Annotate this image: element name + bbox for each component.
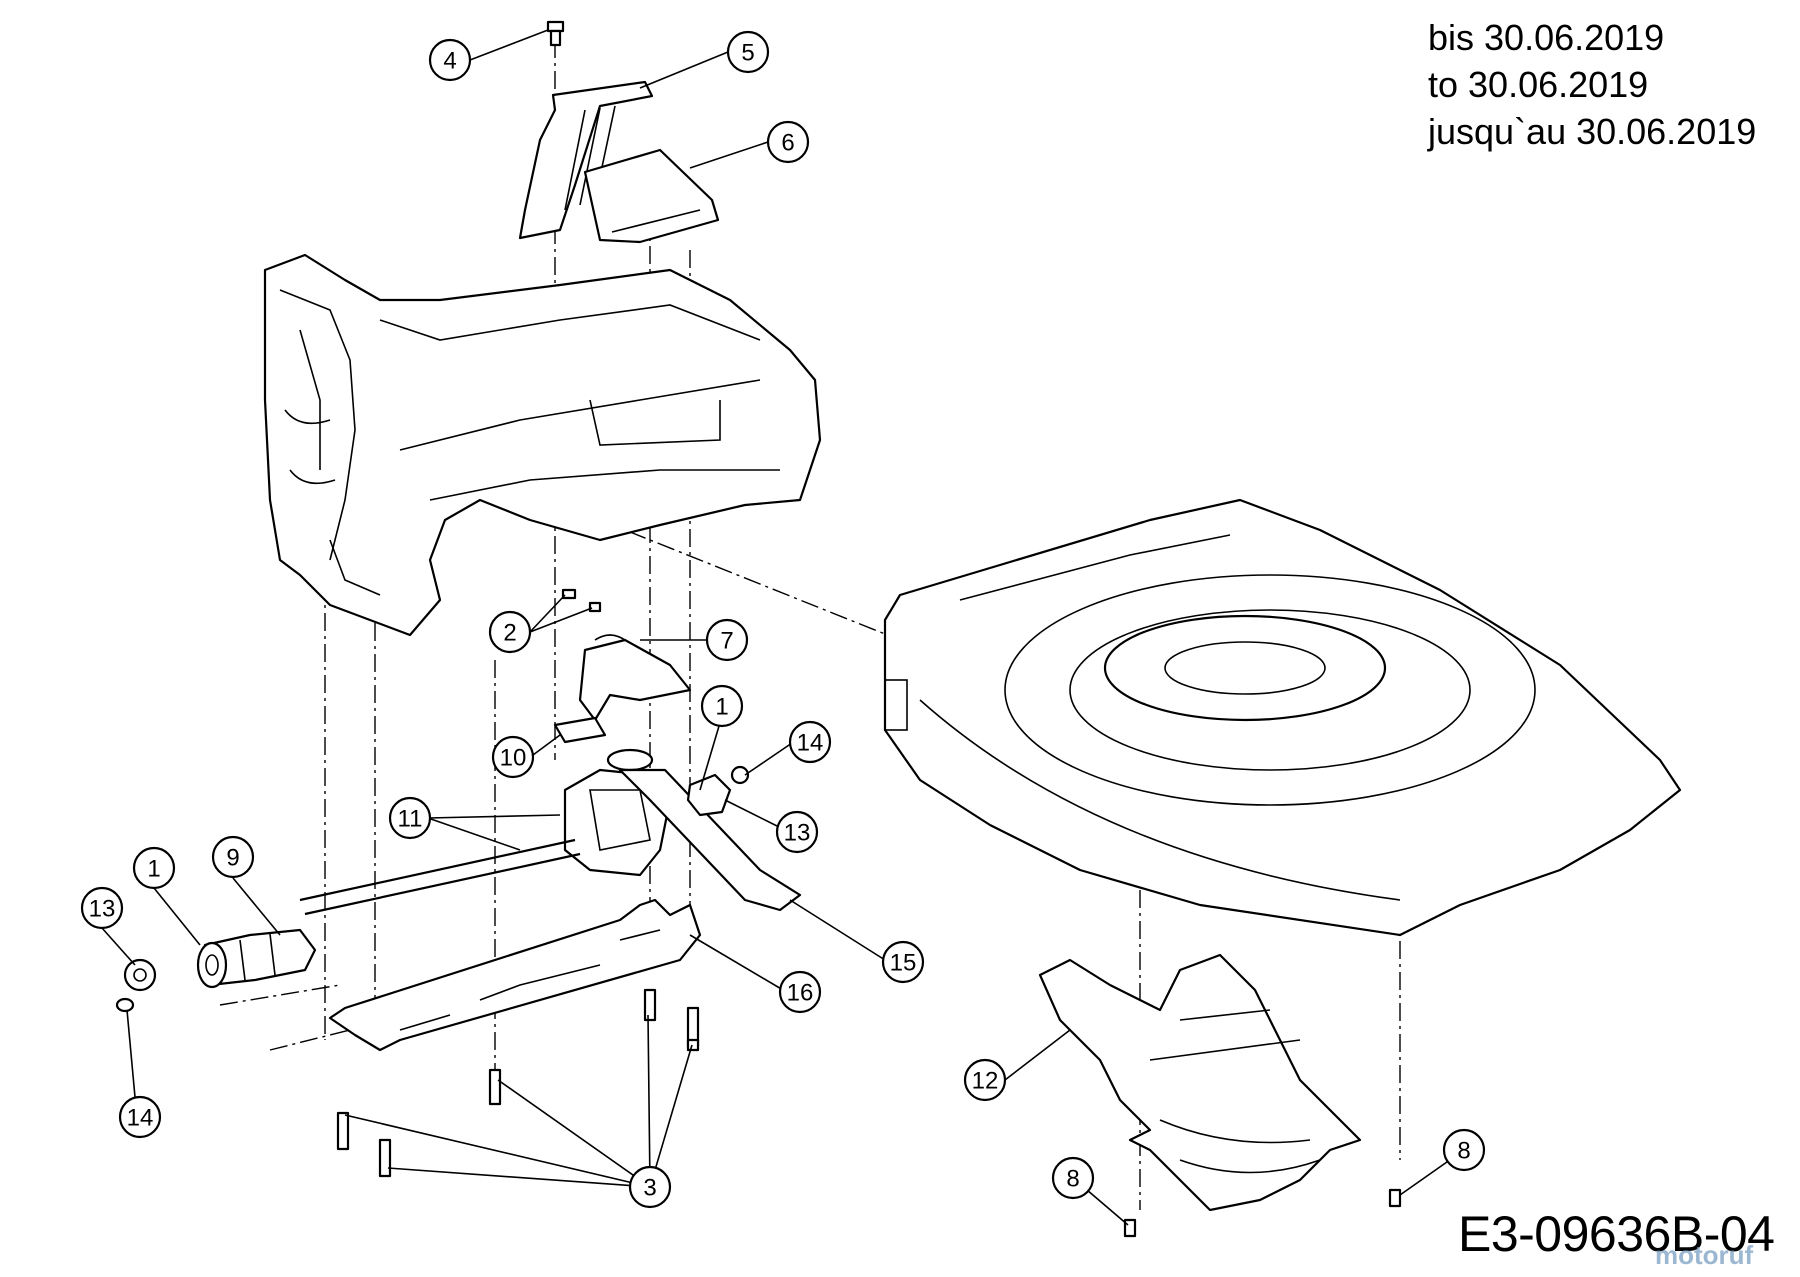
callout-16: 16 xyxy=(778,970,822,1014)
leader-lines xyxy=(101,29,1465,1226)
callout-7-label: 7 xyxy=(720,628,733,655)
callout-14-right: 14 xyxy=(788,720,832,764)
part-13-pinion-left xyxy=(123,958,157,992)
callout-3-label: 3 xyxy=(643,1175,656,1202)
callout-1-right: 1 xyxy=(700,684,744,728)
callout-10: 10 xyxy=(491,735,535,779)
callout-5-label: 5 xyxy=(741,40,754,67)
part-16-base-plate xyxy=(328,898,702,1052)
part-9-drive-shaft-end xyxy=(196,928,317,989)
validity-en: to 30.06.2019 xyxy=(1428,64,1649,105)
callout-14-left: 14 xyxy=(118,1095,162,1139)
part-2-screws xyxy=(561,588,602,613)
part-3-screws xyxy=(336,988,700,1178)
callout-15: 15 xyxy=(881,940,925,984)
callout-7: 7 xyxy=(705,618,749,662)
callout-1-left-label: 1 xyxy=(147,856,160,883)
drawing-number: E3-09636B-04 xyxy=(1458,1206,1775,1262)
part-14-washer-right xyxy=(730,765,750,785)
callout-16-label: 16 xyxy=(787,980,814,1007)
callout-14-right-label: 14 xyxy=(797,730,824,757)
callout-2: 2 xyxy=(488,610,532,654)
callout-4-label: 4 xyxy=(443,48,456,75)
callout-1-right-label: 1 xyxy=(715,694,728,721)
part-7-bracket xyxy=(578,634,692,722)
callout-1-left: 1 xyxy=(132,846,176,890)
callout-9: 9 xyxy=(211,835,255,879)
callout-15-label: 15 xyxy=(890,950,917,977)
part-6-cover-plate xyxy=(583,148,720,244)
watermark-logo: motoruf xyxy=(1655,1240,1754,1270)
callout-11-label: 11 xyxy=(398,806,423,833)
callout-6-label: 6 xyxy=(781,130,794,157)
callout-6: 6 xyxy=(766,120,810,164)
callout-13-right-label: 13 xyxy=(784,820,811,847)
callout-11: 11 xyxy=(388,796,432,840)
callout-12: 12 xyxy=(963,1058,1007,1102)
validity-note: bis 30.06.2019 to 30.06.2019 jusqu`au 30… xyxy=(1428,14,1756,155)
callout-8-left: 8 xyxy=(1051,1156,1095,1200)
callout-13-left: 13 xyxy=(80,886,124,930)
part-14-cap-left xyxy=(115,997,135,1013)
callout-8-right: 8 xyxy=(1442,1128,1486,1172)
callout-14-left-label: 14 xyxy=(127,1105,154,1132)
callout-10-label: 10 xyxy=(500,745,527,772)
callout-9-label: 9 xyxy=(226,845,239,872)
mower-deck xyxy=(883,498,1682,937)
callout-2-label: 2 xyxy=(503,620,516,647)
part-15-drive-belt xyxy=(618,768,802,912)
callout-8-left-label: 8 xyxy=(1066,1166,1079,1193)
part-10-clip xyxy=(553,716,607,744)
callout-3: 3 xyxy=(628,1165,672,1209)
main-housing xyxy=(263,253,822,637)
part-4-screw xyxy=(546,20,565,47)
part-11-gearbox-axle xyxy=(299,748,672,916)
part-1-bearing-right xyxy=(686,773,732,817)
callout-13-left-label: 13 xyxy=(89,896,116,923)
validity-de: bis 30.06.2019 xyxy=(1428,17,1665,58)
callout-5: 5 xyxy=(726,30,770,74)
callout-12-label: 12 xyxy=(972,1068,999,1095)
callout-4: 4 xyxy=(428,38,472,82)
callout-8-right-label: 8 xyxy=(1457,1138,1470,1165)
callout-13-right: 13 xyxy=(775,810,819,854)
part-8-screws xyxy=(1123,1188,1402,1238)
part-12-discharge-chute xyxy=(1038,953,1362,1212)
validity-fr: jusqu`au 30.06.2019 xyxy=(1428,111,1757,152)
